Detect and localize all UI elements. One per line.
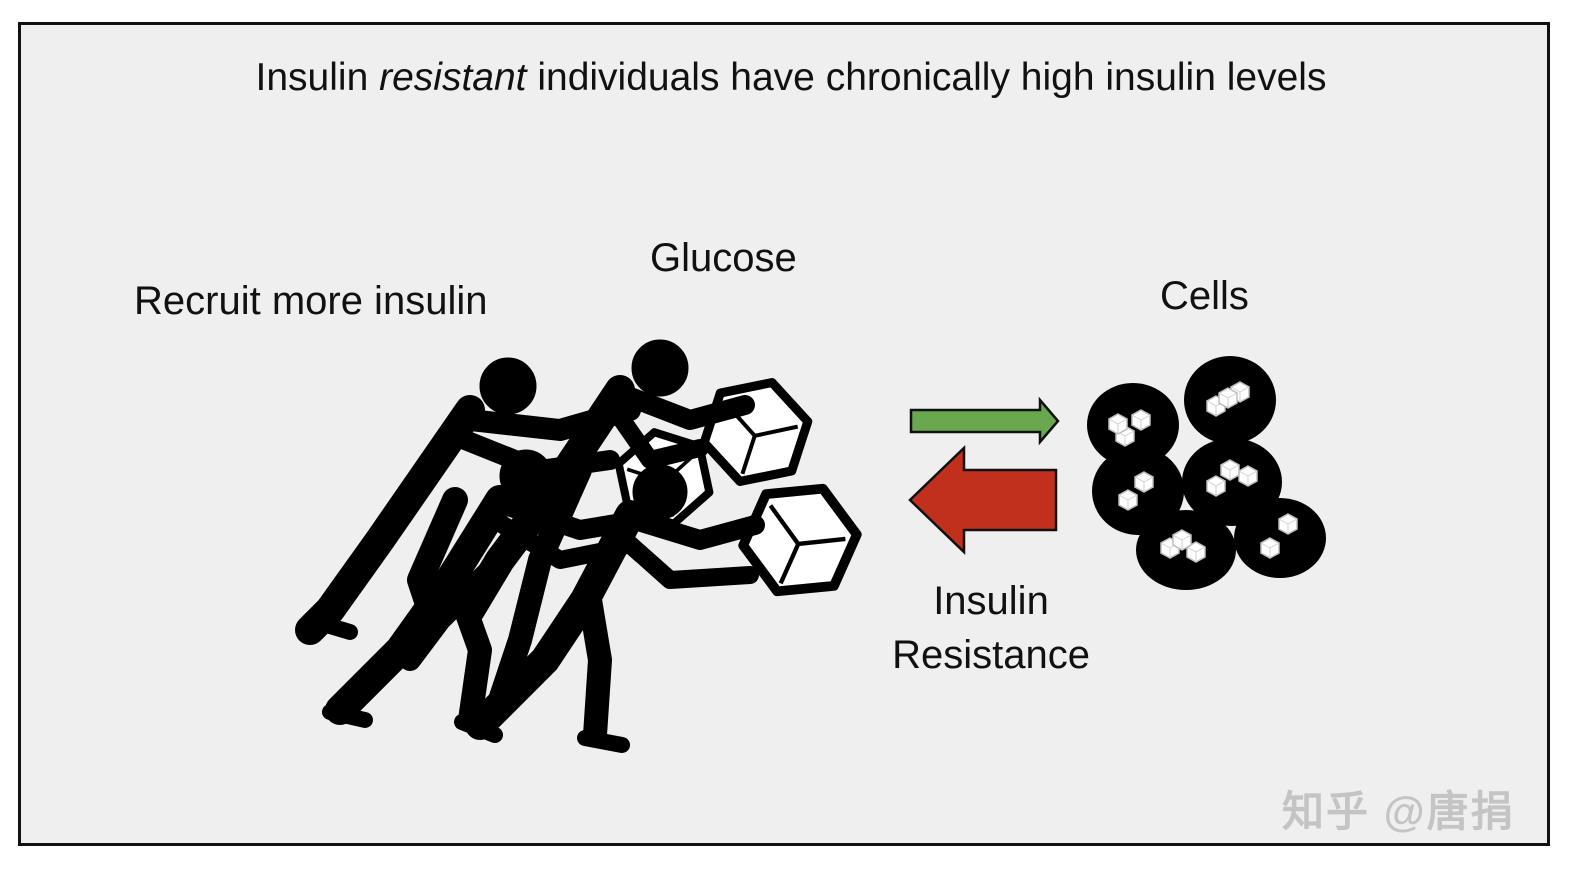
insulin-resistance-label: Insulin Resistance (880, 574, 1102, 682)
insulin-resistance-line1: Insulin (933, 579, 1049, 623)
arrow-left-icon (908, 445, 1058, 555)
recruit-label: Recruit more insulin (134, 279, 488, 323)
title-emphasis: resistant (379, 56, 527, 99)
arrow-right-icon (909, 396, 1060, 446)
stick-figure-icon (465, 464, 765, 753)
cell-icon (1092, 447, 1184, 535)
cell-icon (1136, 510, 1236, 590)
title-post: individuals have chronically high insuli… (526, 56, 1327, 99)
figure-title: Insulin resistant individuals have chron… (0, 56, 1582, 100)
stick-figure-icon (322, 449, 650, 743)
insulin-resistance-line2: Resistance (892, 633, 1090, 677)
glucose-cube-icon (732, 468, 868, 611)
cell-icon (1087, 383, 1179, 467)
glucose-cube-icon (696, 368, 816, 495)
title-pre: Insulin (255, 56, 380, 99)
glucose-label: Glucose (650, 236, 797, 280)
cell-icon (1184, 356, 1276, 444)
watermark: 知乎 @唐捐 (1282, 788, 1515, 835)
cell-icon (1234, 498, 1326, 578)
cells-label: Cells (1160, 274, 1249, 318)
